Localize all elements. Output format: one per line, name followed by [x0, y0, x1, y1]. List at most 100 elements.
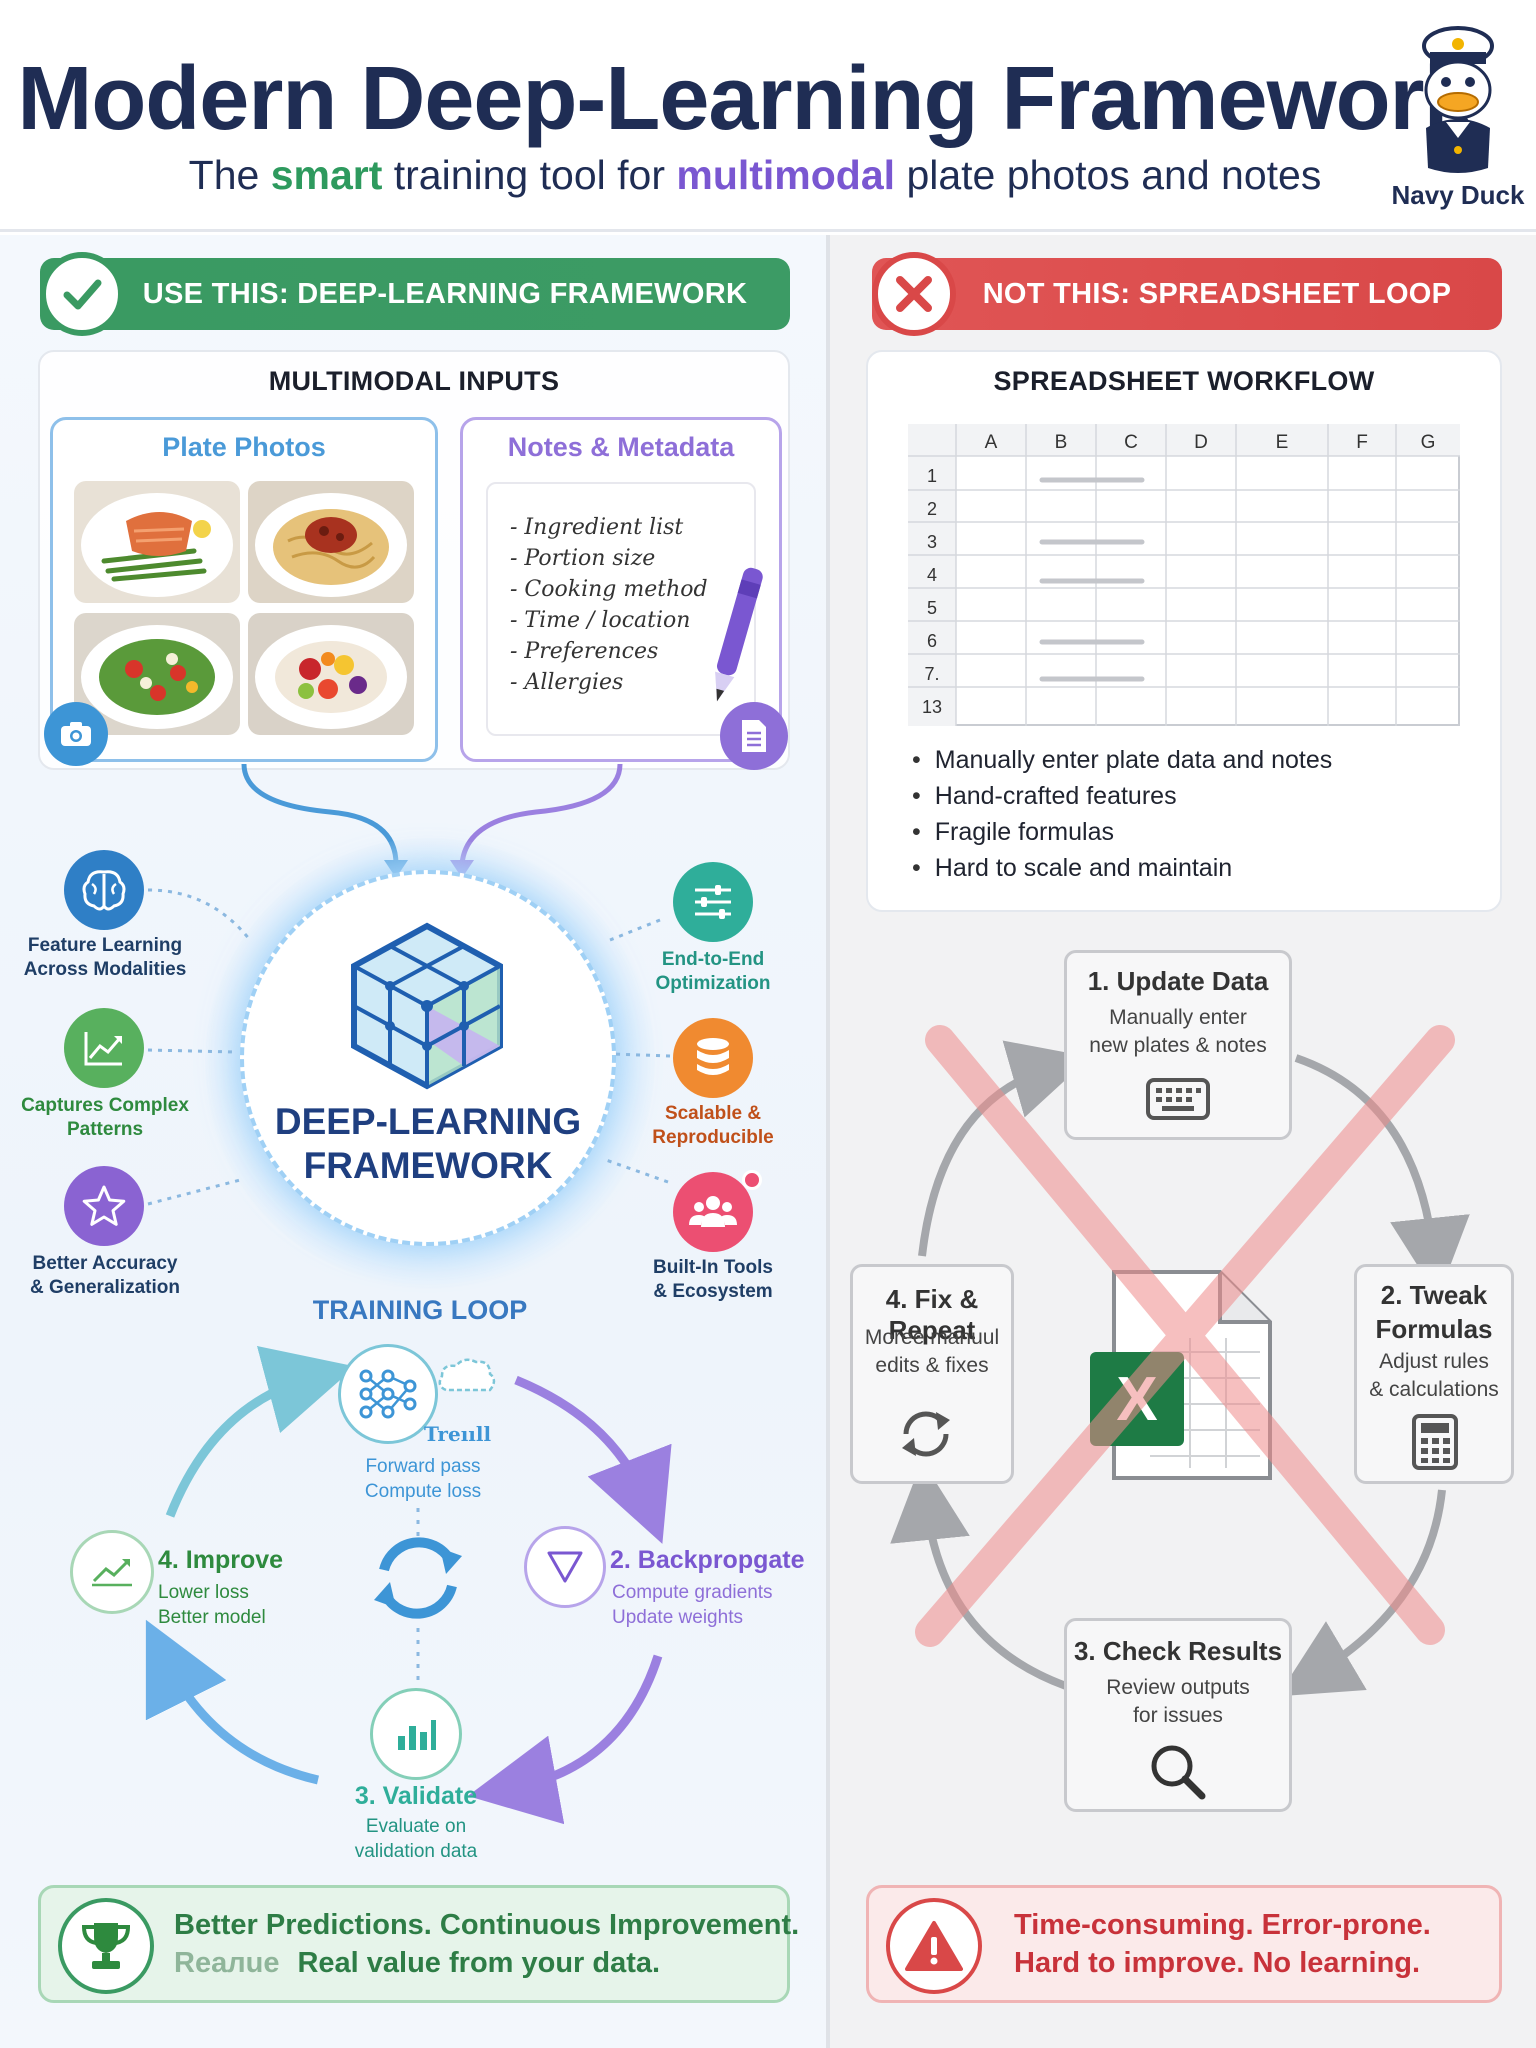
sheet-row-header: 3 [926, 532, 937, 552]
trend-chart-icon [84, 1032, 122, 1066]
sheet-col-header: E [1275, 432, 1289, 453]
training-loop-arrows [145, 1346, 672, 1825]
loop-fix-title: 4. Fix & Repeat [885, 1284, 979, 1345]
bullet-item: Fragile formulas [912, 814, 1332, 850]
check-badge [40, 252, 124, 336]
forward-pass-tag: Treııll [424, 1422, 492, 1446]
magnifier-icon [1151, 1745, 1206, 1800]
feature-icon-patterns [64, 1008, 144, 1088]
framework-result-box [38, 1885, 790, 2003]
feature-label-accuracy: Better Accuracy& Generalization [30, 1253, 180, 1298]
plate-photos-title: Plate Photos [162, 432, 326, 462]
cloud-sketch-icon [438, 1358, 496, 1392]
checkmark-icon [63, 279, 102, 310]
feature-icon-tools [673, 1172, 753, 1252]
star-icon [82, 1185, 126, 1226]
database-icon [697, 1038, 729, 1075]
sheet-row-header: 1 [926, 466, 937, 486]
backprop-title: 2. Backpropgate [610, 1546, 805, 1574]
bullet-item: Hard to scale and maintain [912, 850, 1332, 886]
neural-cube-icon [351, 922, 503, 1090]
big-cross-icon [915, 1025, 1455, 1647]
improve-node [70, 1530, 154, 1614]
feature-icon-learning [64, 850, 144, 930]
spreadsheet-grid [908, 424, 1460, 726]
trophy-icon [81, 1923, 131, 1969]
validate-title: 3. Validate [354, 1782, 478, 1810]
dish-photo-salmon [74, 481, 240, 603]
use-this-banner: USE THIS: DEEP-LEARNING FRAMEWORK [40, 258, 790, 330]
loop-step-fix [850, 1264, 1014, 1484]
sheet-row-header: 4 [926, 565, 937, 585]
sheet-col-header: G [1420, 432, 1436, 453]
feature-connectors [147, 888, 671, 1206]
sliders-icon [695, 885, 731, 919]
x-badge [872, 252, 956, 336]
feature-icon-accuracy [64, 1166, 144, 1246]
loop-check-title: 3. Check Results [1073, 1636, 1283, 1666]
notes-metadata-title: Notes & Metadata [507, 432, 735, 462]
validate-node [370, 1688, 462, 1780]
spreadsheet-bullets: Manually enter plate data and notes Hand… [912, 742, 1333, 886]
note-item: - Preferences [510, 639, 659, 664]
note-item: - Time / location [510, 608, 691, 633]
page-subtitle: The smart training tool for multimodal p… [188, 152, 1322, 198]
note-item: - Ingredient list [510, 515, 684, 540]
sheet-col-header: F [1356, 432, 1368, 453]
brain-icon [82, 870, 126, 911]
spreadsheet-lines [908, 424, 1460, 726]
keyboard-icon [1146, 1078, 1210, 1120]
trophy-badge [58, 1898, 154, 1994]
forward-pass-node [338, 1344, 438, 1444]
sheet-row-header: 5 [926, 598, 937, 618]
not-this-banner: NOT THIS: SPREADSHEET LOOP [872, 258, 1502, 330]
note-item: - Allergies [510, 670, 624, 695]
feature-icon-optimization [673, 862, 753, 942]
network-icon [359, 1369, 417, 1419]
sheet-col-header: B [1054, 432, 1068, 453]
note-item: - Cooking method [510, 577, 708, 602]
result-prefix: Reaлue [174, 1947, 280, 1979]
loop-step-update [1064, 950, 1292, 1140]
sheet-col-header: A [984, 432, 998, 453]
warning-icon [905, 1921, 963, 1971]
notes-paper [486, 482, 756, 736]
training-loop-title: TRAINING LOOP [312, 1295, 528, 1325]
feature-label-tools: Built-In Tools& Ecosystem [653, 1257, 773, 1302]
calculator-icon [1412, 1414, 1458, 1470]
notification-dot [742, 1170, 762, 1190]
multimodal-inputs-title: MULTIMODAL INPUTS [268, 366, 560, 396]
page-title: Modern Deep-Learning Framework [17, 49, 1473, 149]
sheet-row-header: 7. [924, 664, 940, 684]
dish-photo-fruit [248, 613, 414, 735]
repeat-icon [902, 1411, 950, 1457]
feature-icon-scalable [673, 1018, 753, 1098]
camera-button[interactable] [44, 702, 108, 766]
document-button[interactable] [720, 702, 788, 770]
people-icon [689, 1196, 737, 1227]
sheet-col-header: C [1124, 432, 1138, 453]
improve-title: 4. Improve [158, 1546, 284, 1574]
feature-label-scalable: Scalable &Reproducible [652, 1103, 774, 1148]
framework-result-text: Better Predictions. Continuous Improveme… [174, 1909, 800, 1979]
camera-icon [61, 722, 91, 746]
loop-update-title: 1. Update Data [1087, 966, 1269, 996]
uptrend-icon [92, 1559, 132, 1587]
mascot-label: Navy Duck [1391, 180, 1525, 210]
notes-list: - Ingredient list - Portion size - Cooki… [510, 512, 708, 698]
dish-photo-pasta [248, 481, 414, 603]
loop-tweak-desc: Adjust rules& calculations [1369, 1350, 1499, 1401]
bullet-item: Manually enter plate data and notes [912, 742, 1333, 778]
loop-step-check [1064, 1618, 1292, 1812]
sheet-row-header: 13 [921, 697, 943, 717]
